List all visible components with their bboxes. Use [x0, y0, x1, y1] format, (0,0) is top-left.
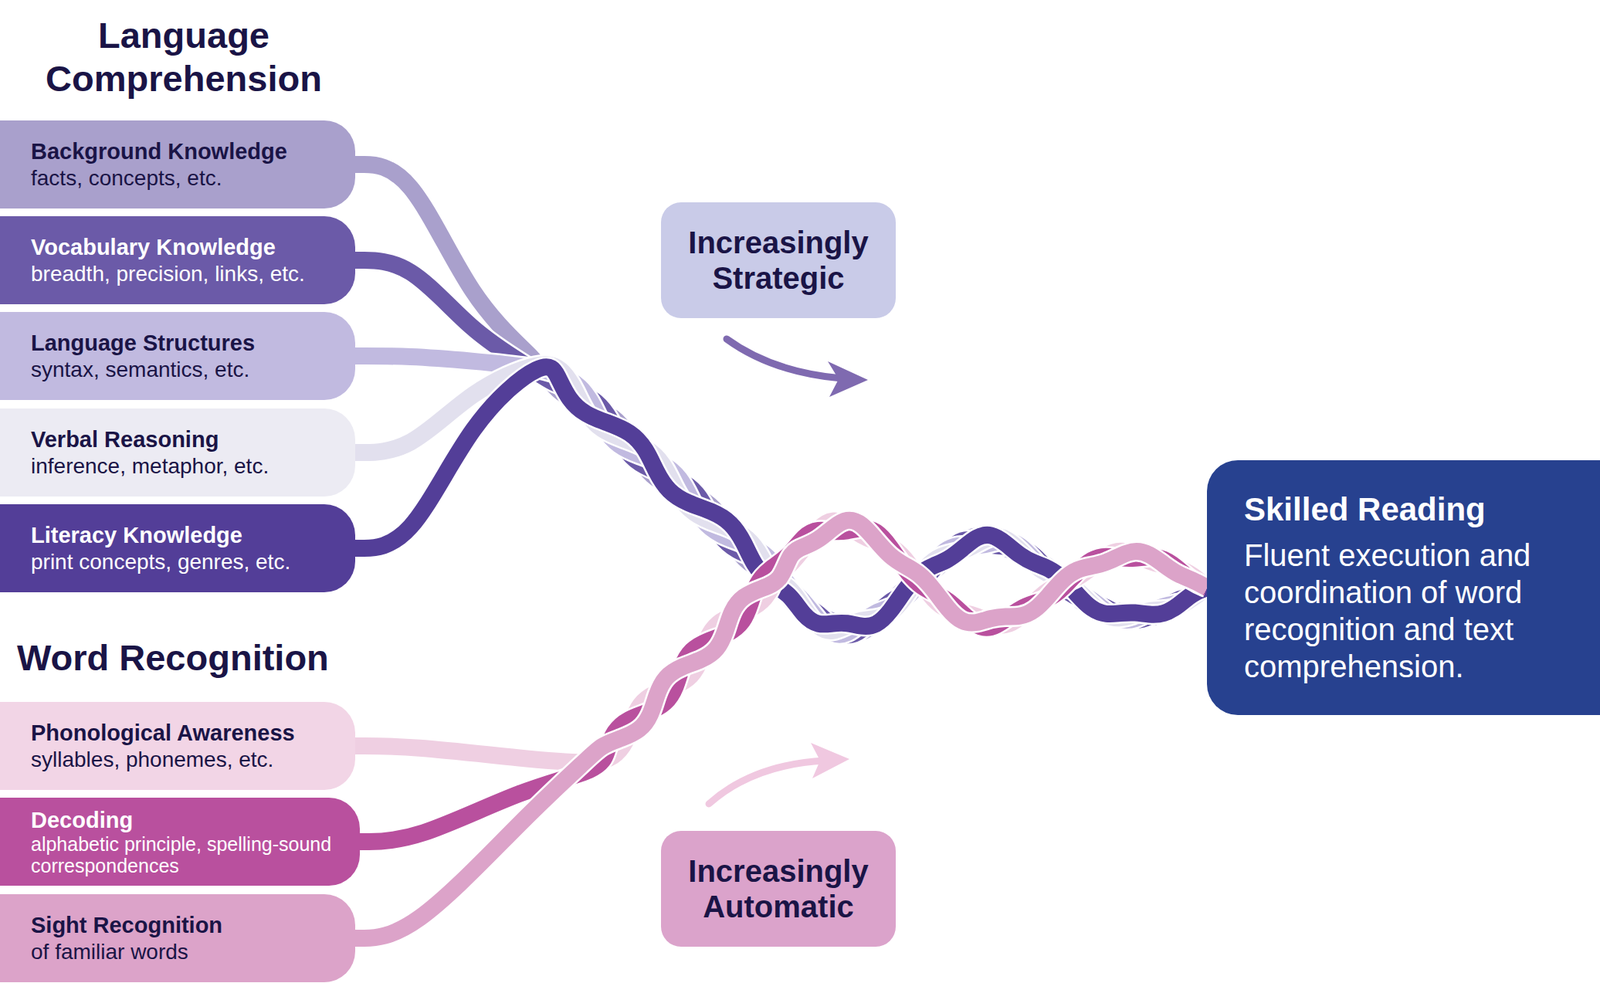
- box-description: syntax, semantics, etc.: [30, 356, 250, 383]
- reading-strand-box: Language Structuressyntax, semantics, et…: [0, 311, 356, 400]
- box-description: print concepts, genres, etc.: [30, 549, 291, 575]
- reading-strand-box: Literacy Knowledgeprint concepts, genres…: [0, 504, 356, 593]
- group-heading: Word Recognition: [16, 636, 329, 680]
- tag-text: Increasingly Automatic: [688, 853, 868, 925]
- box-heading: Vocabulary Knowledge: [30, 233, 276, 261]
- reading-strand-box: Vocabulary Knowledgebreadth, precision, …: [0, 216, 356, 305]
- outcome-box: Skilled ReadingFluent execution and coor…: [1206, 460, 1600, 716]
- box-heading: Phonological Awareness: [30, 719, 295, 746]
- box-heading: Skilled Reading: [1244, 490, 1486, 529]
- strategic-arrowhead: [827, 361, 868, 397]
- box-description: of familiar words: [30, 938, 189, 965]
- rope-strand: [355, 520, 1207, 939]
- automatic-arrowhead: [810, 742, 850, 779]
- box-description: inference, metaphor, etc.: [30, 453, 269, 479]
- strand-outline: [355, 364, 1207, 631]
- rope-strand: [355, 355, 1207, 635]
- reading-strand-box: Decodingalphabetic principle, spelling-s…: [0, 797, 360, 886]
- rope-strand: [355, 364, 1207, 631]
- reading-strand-box: Phonological Awarenesssyllables, phoneme…: [0, 701, 356, 790]
- strategic-arrow: [726, 338, 842, 379]
- rope-strand-group: [355, 355, 1207, 635]
- box-heading: Language Structures: [30, 329, 255, 356]
- group-heading: Language Comprehension: [13, 13, 354, 102]
- box-heading: Decoding: [30, 806, 133, 834]
- box-heading: Sight Recognition: [30, 911, 223, 939]
- automatic-arrow: [708, 760, 825, 804]
- box-description: breadth, precision, links, etc.: [30, 261, 306, 287]
- strand-outline: [355, 520, 1207, 939]
- reading-strand-box: Background Knowledgefacts, concepts, etc…: [0, 120, 356, 209]
- rope-strand-group: [355, 364, 1207, 631]
- increasing-tag: Increasingly Strategic: [661, 202, 896, 319]
- reading-strand-box: Verbal Reasoninginference, metaphor, etc…: [0, 408, 356, 497]
- rope-strand-group: [355, 520, 1207, 939]
- reading-strand-box: Sight Recognitionof familiar words: [0, 894, 356, 983]
- box-description: facts, concepts, etc.: [30, 165, 222, 191]
- tag-text: Increasingly Strategic: [688, 224, 868, 296]
- box-heading: Literacy Knowledge: [30, 522, 243, 549]
- strand-outline: [355, 355, 1207, 635]
- box-description: syllables, phonemes, etc.: [30, 746, 274, 773]
- box-description: alphabetic principle, spelling-sound cor…: [30, 833, 340, 877]
- box-heading: Verbal Reasoning: [30, 426, 219, 453]
- increasing-tag: Increasingly Automatic: [661, 830, 896, 947]
- box-heading: Background Knowledge: [30, 138, 288, 165]
- box-description: Fluent execution and coordination of wor…: [1244, 536, 1570, 685]
